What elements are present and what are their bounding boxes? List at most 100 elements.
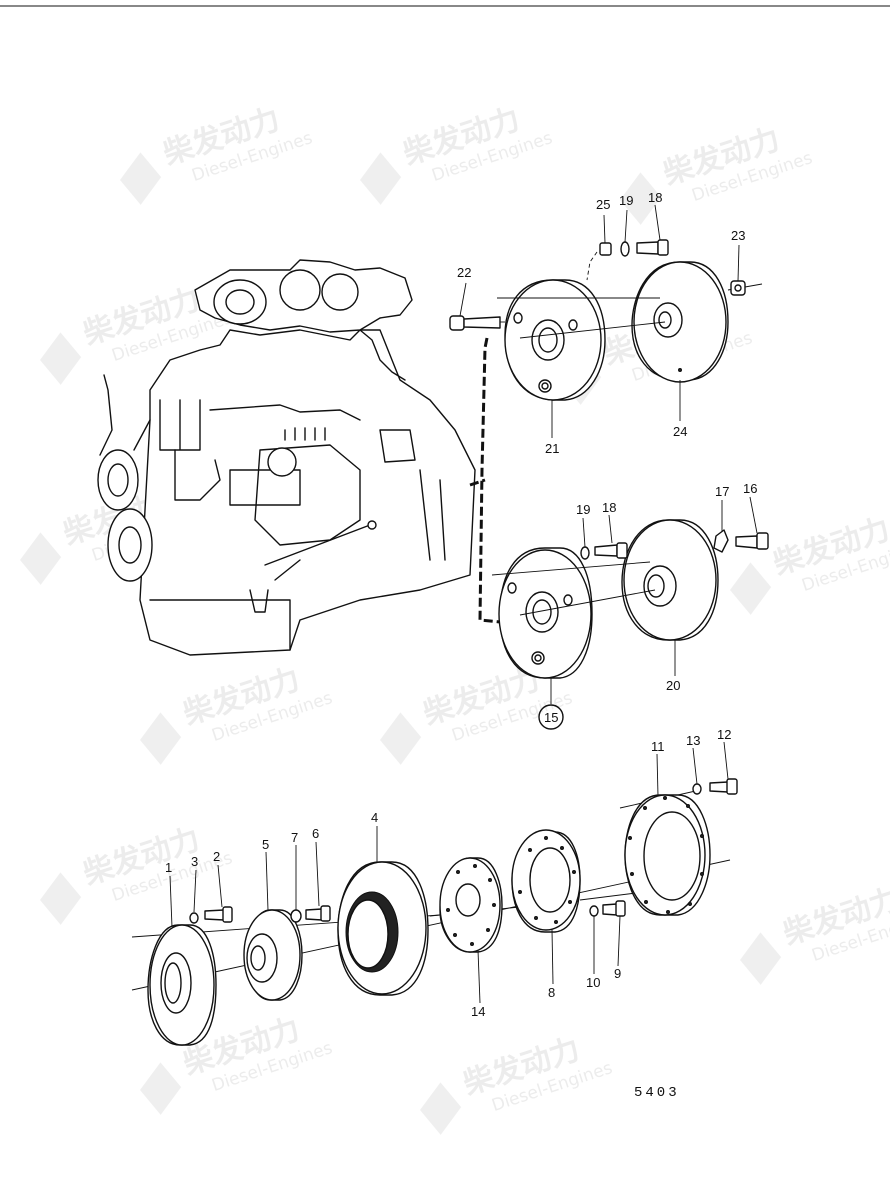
callout-12: 12 — [717, 727, 731, 742]
middle-coupling-assembly — [491, 519, 769, 679]
upper-coupling-assembly — [449, 239, 763, 401]
part-24-bore — [653, 302, 683, 338]
part-2-bolt-shank — [204, 909, 225, 921]
callout-16: 16 — [743, 481, 757, 496]
callout-11: 11 — [651, 739, 665, 754]
engine-pulley-top — [97, 449, 139, 511]
part-21-bore-inner — [538, 327, 558, 353]
callout-17: 17 — [715, 484, 729, 499]
watermark-logo-icon — [120, 152, 162, 205]
engine-bracket — [174, 449, 221, 501]
part-8-holes — [518, 836, 576, 924]
watermark-logo-icon — [730, 562, 772, 615]
engine-starter — [379, 429, 416, 463]
dashed-leader — [586, 251, 598, 281]
part-11-housing-face — [624, 794, 706, 916]
callout-8: 8 — [548, 985, 555, 1000]
part-11-housing-bore — [643, 811, 701, 901]
part-8-ring-bore — [529, 847, 571, 913]
part-13-washer — [692, 783, 702, 795]
part-22-bolt — [449, 315, 505, 331]
callout-7: 7 — [291, 830, 298, 845]
watermark: 柴发动力 Diesel-Engines — [120, 102, 315, 205]
part-3-washer — [189, 912, 199, 924]
watermark: 柴发动力 Diesel-Engines — [740, 882, 890, 985]
callout-9: 9 — [614, 966, 621, 981]
part-15-hole — [531, 651, 545, 665]
part-18-bolt-shank — [636, 241, 659, 255]
part-12-bolt-head — [726, 778, 738, 795]
part-9-bolt-shank — [602, 903, 618, 916]
engine-dipstick — [264, 524, 371, 581]
part-16-bolt-head — [756, 532, 769, 550]
callout-14: 14 — [471, 1004, 485, 1019]
part-12-bolt — [709, 778, 738, 795]
callout-15: 15 — [544, 710, 558, 725]
part-21-hole — [513, 312, 523, 324]
engine-connection-dashed — [469, 478, 486, 487]
callout-25: 25 — [596, 197, 610, 212]
part-21-bore — [531, 319, 565, 361]
engine-illustration — [97, 259, 476, 656]
watermark-logo-icon — [380, 712, 422, 765]
part-21-hole — [538, 379, 552, 393]
part-14-hub-boss — [455, 883, 481, 917]
part-2-bolt-head — [222, 906, 233, 923]
part-15-bore-inner — [532, 599, 552, 625]
part-11-holes — [628, 796, 704, 914]
part-5-hub-boss — [246, 933, 278, 983]
part-6-bolt-head — [320, 905, 331, 922]
watermark-logo-icon — [40, 332, 82, 385]
part-15-hole — [507, 582, 517, 594]
part-21-hole-inner — [541, 382, 549, 390]
engine-pump-gear — [267, 447, 297, 477]
callout-labels: 22 25 19 18 23 21 24 19 18 17 16 20 15 1… — [165, 190, 757, 1019]
part-16-bolt — [735, 532, 769, 550]
part-10-washer — [589, 905, 599, 917]
callout-13: 13 — [686, 733, 700, 748]
part-21-hole — [568, 319, 578, 331]
part-24-dot — [678, 368, 682, 372]
watermark-logo-icon — [420, 1082, 462, 1135]
axis-line — [491, 561, 651, 576]
engine-hose — [209, 404, 361, 421]
engine-pulley-crank — [107, 508, 153, 582]
part-7-washer — [290, 909, 302, 923]
part-1-flange-bore — [160, 952, 192, 1014]
callout-22: 22 — [457, 265, 471, 280]
part-6-bolt-shank — [305, 908, 323, 921]
part-23-nut — [730, 280, 746, 296]
watermark-logo-icon — [740, 932, 782, 985]
watermark: 柴发动力 Diesel-Engines — [730, 512, 890, 615]
part-24-bore-inner — [658, 311, 672, 329]
callout-15-ring — [538, 704, 564, 730]
callout-18: 18 — [648, 190, 662, 205]
callout-23: 23 — [731, 228, 745, 243]
callout-2: 2 — [213, 849, 220, 864]
part-18-bolt — [594, 542, 628, 559]
part-18-bolt-head — [616, 542, 628, 559]
callout-3: 3 — [191, 854, 198, 869]
part-19-washer — [620, 241, 630, 257]
drawing-number: 5403 — [634, 1085, 680, 1101]
callout-24: 24 — [673, 424, 687, 439]
callout-19: 19 — [576, 502, 590, 517]
engine-connection-dashed — [478, 337, 501, 624]
part-2-bolt — [204, 906, 233, 923]
axis-line — [519, 589, 656, 616]
part-15-hole-inner — [534, 654, 542, 662]
part-18-bolt-head — [657, 239, 669, 256]
engine-mount — [249, 589, 269, 613]
watermark: 柴发动力 Diesel-Engines — [140, 662, 335, 765]
engine-dipstick-handle — [367, 520, 377, 530]
part-14-hub-face — [439, 857, 501, 953]
callout-1: 1 — [165, 860, 172, 875]
engine-belt — [99, 374, 151, 456]
leader-lines — [169, 204, 758, 1004]
engine-turbo-inner — [225, 289, 255, 315]
part-25-nut — [599, 242, 612, 256]
engine-pulley-crank-hub — [118, 526, 142, 564]
part-14-holes — [446, 864, 496, 946]
